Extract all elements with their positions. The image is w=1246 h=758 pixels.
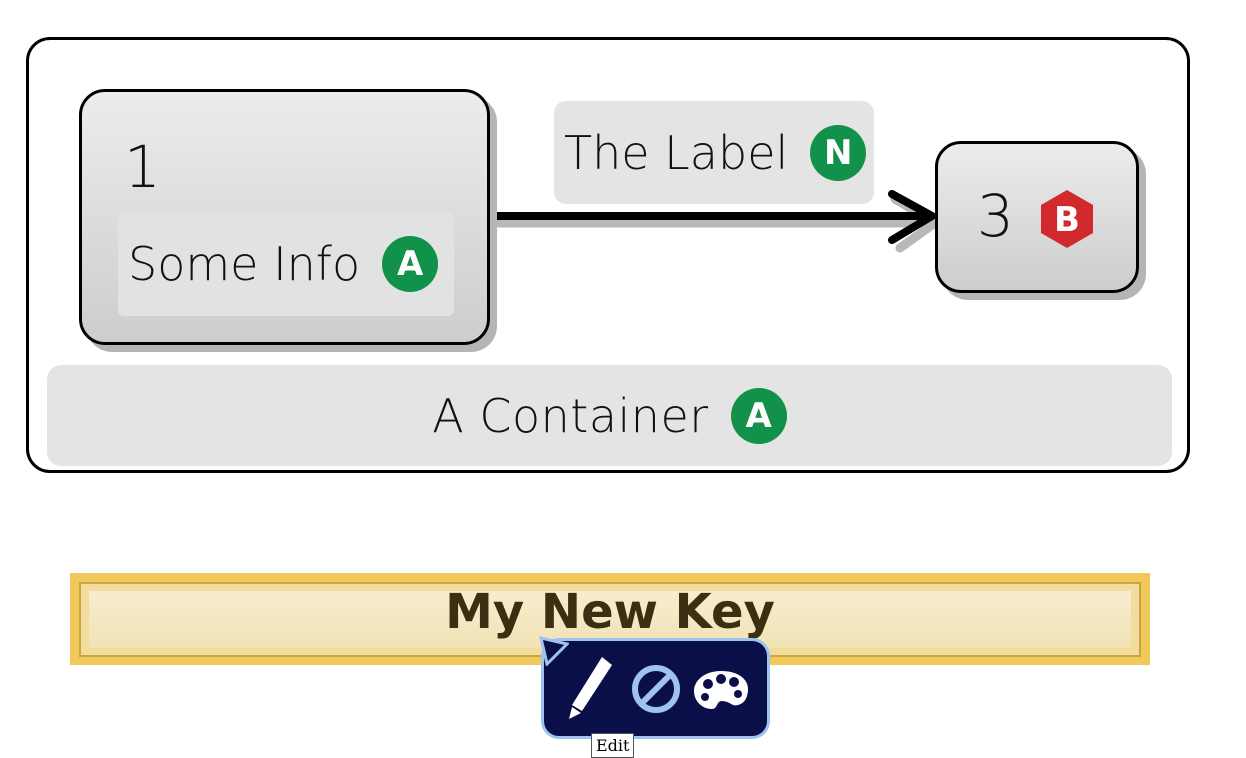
edge-label-text: The Label — [564, 125, 789, 180]
edge-arrow-shadow — [493, 194, 944, 253]
toolbar-notch — [539, 636, 569, 666]
node-1-badge-icon: A — [382, 236, 439, 292]
container-label: A Container A — [47, 365, 1172, 466]
node-3-badge-icon: B — [1041, 190, 1093, 248]
edge-label[interactable]: The Label N — [554, 101, 874, 204]
node-1-title: 1 — [124, 133, 161, 201]
container-badge-icon: A — [730, 387, 787, 444]
disable-icon[interactable] — [630, 663, 682, 715]
node-1-info: Some Info A — [118, 212, 454, 316]
node-3-title: 3 — [977, 182, 1014, 250]
edit-toolbar — [539, 636, 770, 739]
pencil-icon[interactable] — [566, 655, 614, 721]
edit-tooltip: Edit — [591, 733, 635, 758]
palette-icon[interactable] — [692, 669, 750, 711]
node-3[interactable] — [935, 141, 1139, 293]
edge-arrow[interactable] — [488, 190, 936, 244]
node-3-badge-letter: B — [1054, 200, 1080, 240]
legend-title: My New Key — [445, 584, 775, 640]
node-1-info-text: Some Info — [128, 237, 361, 291]
container-label-text: A Container — [432, 388, 709, 443]
edge-badge-icon: N — [810, 124, 867, 181]
